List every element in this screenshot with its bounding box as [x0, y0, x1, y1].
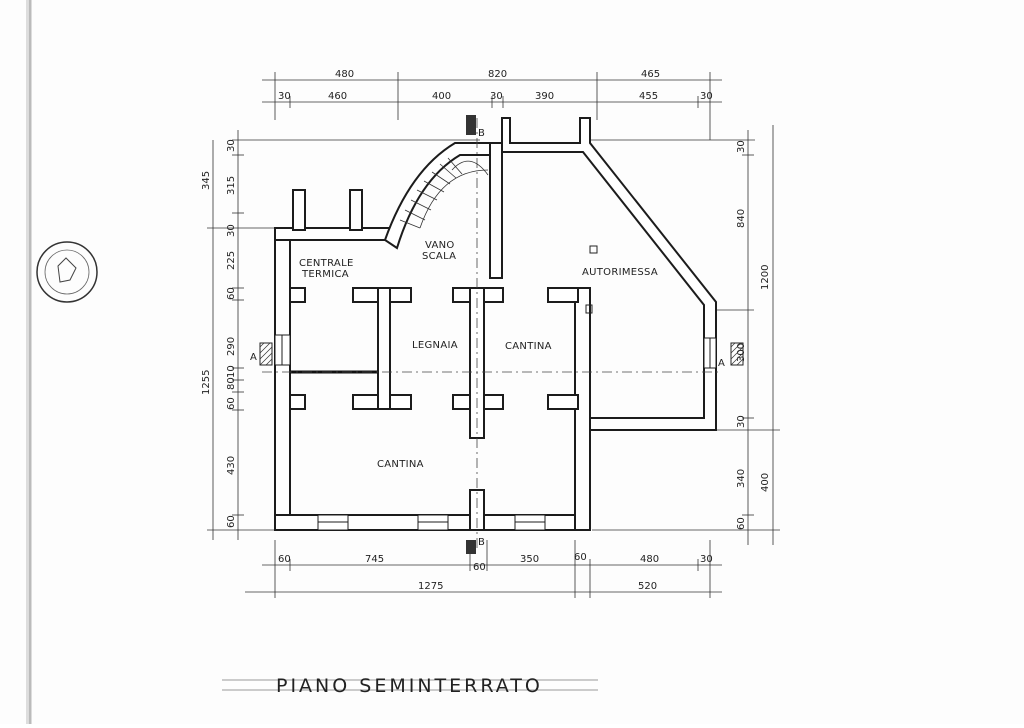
dim-left-inner-11: 60 — [226, 515, 237, 528]
dim-top-inner-4: 30 — [490, 91, 503, 102]
room-label-cantina-top: CANTINA — [505, 341, 552, 352]
room-labels: CENTRALE TERMICA VANO SCALA AUTORIMESSA … — [299, 240, 658, 470]
dim-bottom-inner-6: 480 — [640, 554, 659, 565]
dim-left-inner-10: 430 — [226, 456, 237, 475]
wall-row-top-3 — [547, 287, 579, 303]
room-label-scala: SCALA — [422, 251, 456, 262]
dim-top-inner-2: 460 — [328, 91, 347, 102]
detail-pillar — [585, 304, 593, 314]
dim-top-inner-5: 390 — [535, 91, 554, 102]
stair-curved-wall — [383, 142, 501, 250]
dim-left-outer-1: 345 — [201, 171, 212, 190]
dim-top-inner-3: 400 — [432, 91, 451, 102]
dim-left-inner-9: 60 — [226, 397, 237, 410]
chimney-left — [292, 189, 306, 231]
dim-top-inner-1: 30 — [278, 91, 291, 102]
dim-right-inner-5: 340 — [736, 469, 747, 488]
room-label-autorimessa: AUTORIMESSA — [582, 267, 658, 278]
dim-right-inner-6: 60 — [736, 517, 747, 530]
dim-right-inner-2: 840 — [736, 209, 747, 228]
chimney-right — [349, 189, 363, 231]
dim-left-inner-5: 60 — [226, 287, 237, 300]
room-label-cantina-bottom: CANTINA — [377, 459, 424, 470]
pier-west-1 — [289, 287, 306, 303]
axis-lines — [262, 118, 722, 550]
room-label-vano: VANO — [425, 240, 455, 251]
dim-right-inner-1: 30 — [736, 140, 747, 153]
section-markers: A A B B — [250, 115, 744, 554]
room-label-termica: TERMICA — [301, 269, 349, 280]
section-label-b-bottom: B — [478, 537, 485, 548]
section-label-b-top: B — [478, 128, 485, 139]
dim-right-outer-2: 400 — [760, 473, 771, 492]
dim-bottom-outer-2: 520 — [638, 581, 657, 592]
detail-square — [589, 245, 598, 254]
dim-bottom-inner-4: 350 — [520, 554, 539, 565]
dim-left-inner-7: 10 — [226, 365, 237, 378]
drawing-title: PIANO SEMINTERRATO — [276, 675, 543, 697]
stair-treads — [399, 157, 489, 229]
dim-left-inner-1: 30 — [226, 139, 237, 152]
binding-strip — [26, 0, 32, 724]
dim-bottom-inner-7: 30 — [700, 554, 713, 565]
dim-top-outer-1: 480 — [335, 69, 354, 80]
dim-top-outer-3: 465 — [641, 69, 660, 80]
official-stamp — [36, 241, 98, 303]
dim-bottom-inner-2: 745 — [365, 554, 384, 565]
dim-bottom-outer-1: 1275 — [418, 581, 443, 592]
dim-bottom-inner-3: 60 — [473, 562, 486, 573]
dim-top-inner-6: 455 — [639, 91, 658, 102]
pier-west-2 — [289, 394, 306, 410]
wall-legnaia-west — [377, 287, 391, 410]
dim-top-outer-2: 820 — [488, 69, 507, 80]
dim-right-inner-3: 300 — [736, 343, 747, 362]
dim-left-inner-2: 315 — [226, 176, 237, 195]
dim-bottom-inner-5: 60 — [574, 552, 587, 563]
dim-right-outer-1: 1200 — [760, 265, 771, 290]
dim-left-inner-4: 225 — [226, 251, 237, 270]
dim-bottom-inner-1: 60 — [278, 554, 291, 565]
stair-east-wall — [489, 142, 503, 279]
dim-left-outer-2: 1255 — [201, 370, 212, 395]
room-label-centrale: CENTRALE — [299, 258, 354, 269]
dim-left-inner-3: 30 — [226, 224, 237, 237]
west-wall — [274, 227, 291, 531]
dim-top-inner-7: 30 — [700, 91, 713, 102]
dimension-labels: 480 820 465 30 460 400 30 390 455 30 345… — [201, 69, 771, 592]
dim-left-inner-6: 290 — [226, 337, 237, 356]
walls — [274, 117, 717, 531]
dim-left-inner-8: 80 — [226, 377, 237, 390]
room-label-legnaia: LEGNAIA — [412, 340, 458, 351]
title-block: PIANO SEMINTERRATO — [222, 675, 598, 697]
wall-center-south — [469, 489, 485, 531]
section-label-a-right: A — [718, 358, 725, 369]
dim-right-inner-4: 30 — [736, 415, 747, 428]
windows — [274, 334, 717, 531]
section-label-a-left: A — [250, 352, 257, 363]
wall-row-bot-3 — [547, 394, 579, 410]
